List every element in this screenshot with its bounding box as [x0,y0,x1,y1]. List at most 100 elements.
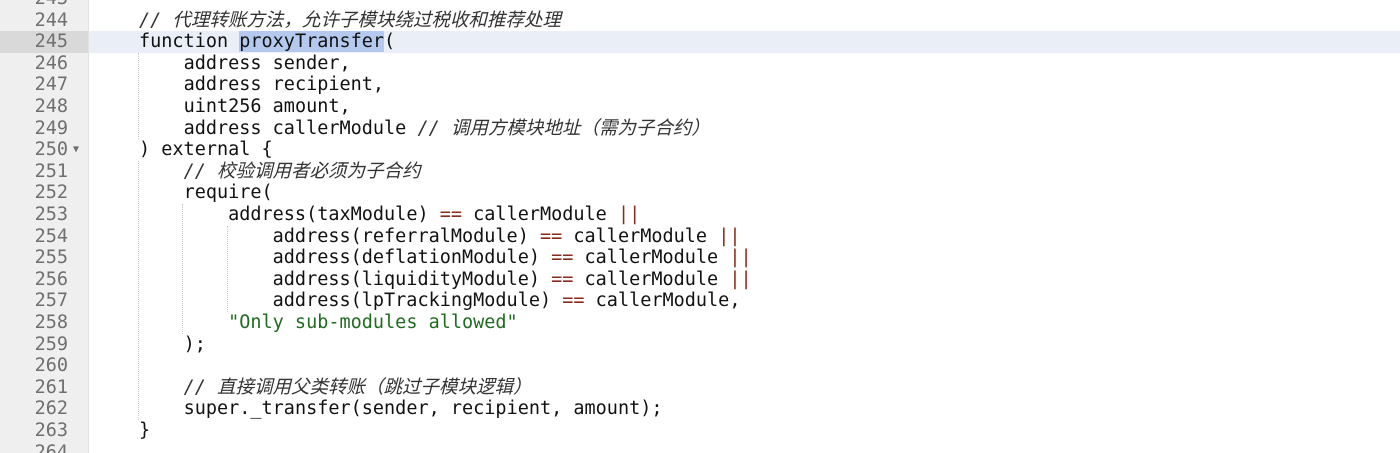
code-token: callerModule [562,225,719,247]
code-line[interactable]: address sender, [139,53,1400,75]
line-number[interactable]: 250 [34,139,68,161]
line-number[interactable]: 259 [34,333,68,355]
code-token: callerModule [573,247,730,269]
code-token: } [139,420,151,441]
code-line[interactable]: address recipient, [139,74,1400,96]
line-number[interactable]: 255 [34,247,68,269]
line-number[interactable]: 248 [34,96,68,117]
code-line[interactable]: address(lpTrackingModule) == callerModul… [139,290,1400,312]
code-comment: // 校验调用者必须为子合约 [183,160,421,182]
code-token: uint256 amount, [183,96,351,117]
line-number[interactable]: 261 [34,376,68,398]
code-line[interactable]: "Only sub-modules allowed" [139,312,1400,334]
line-number[interactable]: 247 [34,74,68,96]
code-operator: || [617,204,641,225]
code-token: address(taxModule) [228,204,440,225]
line-number[interactable]: 260 [34,355,68,377]
indent-guide [182,204,184,334]
code-line[interactable]: address(taxModule) == callerModule || [139,204,1400,226]
active-line-highlight [89,31,1400,53]
code-line[interactable]: address callerModule // 调用方模块地址（需为子合约） [139,118,1400,140]
code-line[interactable]: function proxyTransfer( [139,31,1400,53]
code-token: super._transfer(sender, recipient, amoun… [183,398,663,420]
code-token: function [139,31,240,53]
indent [139,96,184,117]
code-token: require( [183,182,273,204]
indent [139,312,228,333]
code-token: callerModule, [584,290,741,312]
code-comment: // 直接调用父类转账（跳过子模块逻辑） [183,376,532,398]
code-line[interactable]: address(referralModule) == callerModule … [139,226,1400,248]
code-operator: == [562,290,585,312]
code-line[interactable]: address(liquidityModule) == callerModule… [139,269,1400,291]
code-line[interactable]: address(deflationModule) == callerModule… [139,247,1400,269]
indent-guide [138,52,139,140]
line-number[interactable]: 244 [34,9,68,31]
code-line[interactable] [139,442,1400,453]
code-line[interactable]: ); [139,334,1400,356]
line-number[interactable]: 262 [34,398,68,420]
code-operator: == [539,225,563,247]
indent [139,334,184,355]
code-comment: // 调用方模块地址（需为子合约） [417,117,710,139]
line-number-gutter[interactable] [0,0,89,453]
code-string: "Only sub-modules allowed" [228,312,518,333]
indent-guide [226,225,228,312]
code-comment: // 代理转账方法，允许子模块绕过税收和推荐处理 [139,9,561,31]
code-token: address recipient, [183,74,385,96]
code-token: ); [183,333,206,355]
line-number[interactable]: 258 [34,312,68,333]
indent [139,247,273,268]
code-token: ( [384,31,396,53]
indent-guide [138,160,139,420]
code-line[interactable] [139,0,1400,10]
code-line[interactable]: // 代理转账方法，允许子模块绕过税收和推荐处理 [139,10,1400,32]
indent [139,182,184,203]
code-line[interactable]: // 直接调用父类转账（跳过子模块逻辑） [139,377,1400,399]
code-token: ) external { [139,139,273,161]
code-operator: || [729,268,752,290]
code-line[interactable]: ) external { [139,139,1400,161]
active-line-gutter-highlight [0,31,88,53]
indent [139,118,184,139]
code-line[interactable]: require( [139,182,1400,204]
code-token: address sender, [183,52,351,74]
line-number[interactable]: 254 [34,225,68,247]
indent [139,204,228,225]
code-operator: == [551,268,574,290]
indent [139,269,273,290]
line-number[interactable]: 249 [34,117,68,139]
line-number[interactable]: 257 [34,290,68,312]
line-number[interactable]: 246 [34,52,68,74]
indent [139,377,184,398]
code-line[interactable]: uint256 amount, [139,96,1400,118]
chevron-down-icon[interactable]: ▼ [73,144,80,156]
line-number[interactable]: 263 [34,420,68,441]
code-line[interactable]: // 校验调用者必须为子合约 [139,161,1400,183]
code-token: address callerModule [183,117,418,139]
code-token: address(lpTrackingModule) [272,290,563,312]
code-token: callerModule [573,268,730,290]
code-line[interactable] [139,355,1400,377]
line-number[interactable]: 264 [34,441,68,453]
code-line[interactable]: } [139,420,1400,442]
indent [139,53,184,74]
indent [139,74,184,95]
code-operator: || [718,225,741,247]
indent [139,226,273,247]
code-line[interactable]: super._transfer(sender, recipient, amoun… [139,398,1400,420]
line-number[interactable]: 253 [34,204,68,225]
line-number[interactable]: 243 [0,0,68,10]
line-number[interactable]: 252 [34,182,68,204]
code-operator: == [439,204,463,225]
line-number[interactable]: 256 [34,268,68,290]
indent [139,161,184,182]
code-token: callerModule [462,204,618,225]
line-number[interactable]: 245 [34,31,68,53]
code-token: address(liquidityModule) [272,268,552,290]
selected-identifier: proxyTransfer [239,31,385,53]
line-number[interactable]: 251 [34,160,68,182]
code-token: address(referralModule) [272,225,540,247]
code-operator: || [729,247,752,269]
